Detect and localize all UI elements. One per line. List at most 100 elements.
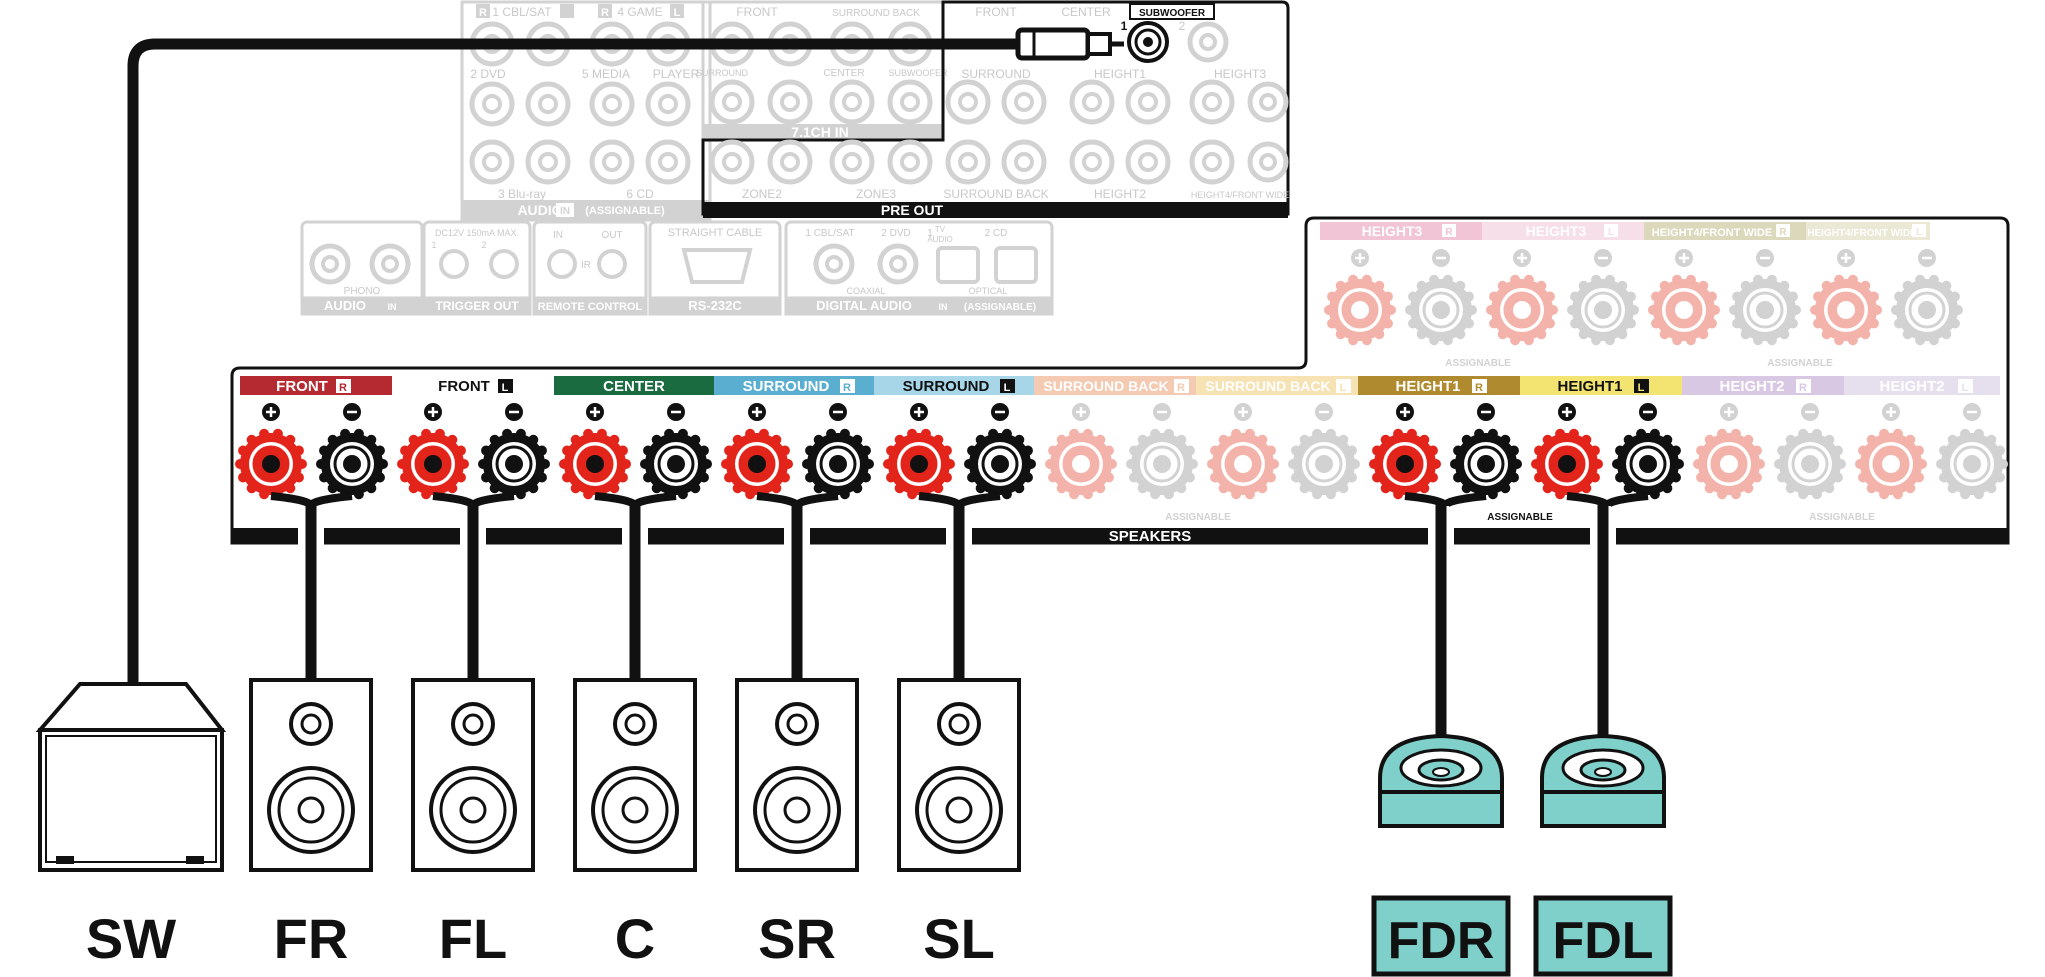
seven-one-in-subwoofer: SUBWOOFER <box>888 68 948 78</box>
terminal-minus-6 <box>1288 403 1360 500</box>
pre-out-jacks <box>709 21 1289 185</box>
label-surround-back-l: SURROUND BACK <box>1205 378 1330 394</box>
label-surround-back-l-side: L <box>1340 382 1347 394</box>
terminal-minus-4 <box>964 403 1036 500</box>
terminal-plus-1 <box>397 403 469 500</box>
subwoofer-speaker <box>35 682 227 872</box>
digital-dvd: 2 DVD <box>881 228 910 239</box>
subwoofer-pre-out-jack <box>1127 21 1169 63</box>
terminal-minus-0 <box>316 403 388 500</box>
pre-out-height2: HEIGHT2 <box>1094 187 1146 201</box>
speaker-label-fdr: FDR <box>1388 912 1495 970</box>
speaker-terminals <box>235 249 2008 508</box>
bookshelf-speaker-4 <box>897 678 1021 872</box>
audio-in-r-mark: R <box>479 7 487 19</box>
speaker-name-labels: SW FR FL C SR SL FDR FDL <box>86 895 1673 977</box>
label-height3-r: HEIGHT3 <box>1362 223 1423 239</box>
seven-one-in-front: FRONT <box>736 5 778 19</box>
pre-out-block: PRE OUT FRONT CENTER SUBWOOFER 1 2 SURRO… <box>701 0 1290 218</box>
audio-in-label-dvd: 2 DVD <box>470 67 506 81</box>
trigger-1: 1 <box>431 240 436 250</box>
lower-connector-labels: PHONO AUDIO IN DC12V 150mA MAX. 1 2 TRIG… <box>324 225 1036 313</box>
terminal-label-row: FRONT R FRONT L CENTER SURROUND R SURROU… <box>240 376 2000 395</box>
label-height1-l: HEIGHT1 <box>1557 378 1622 395</box>
pre-out-sub-2: 2 <box>1179 19 1186 33</box>
audio-in-note: (ASSIGNABLE) <box>585 205 665 217</box>
bookshelf-speaker-2 <box>573 678 697 872</box>
speaker-label-sw: SW <box>86 907 176 970</box>
label-surround-back-r-side: R <box>1177 382 1185 394</box>
height-speaker-fdr <box>1378 733 1504 828</box>
label-height4-r: HEIGHT4/FRONT WIDE <box>1652 227 1772 239</box>
pre-out-zone3: ZONE3 <box>856 187 896 201</box>
label-height2-l-side: L <box>1962 382 1969 394</box>
audio-in-block: AUDIO IN (ASSIGNABLE) R 1 CBL/SAT R 4 GA… <box>460 0 712 222</box>
pre-out-center: CENTER <box>1061 5 1111 19</box>
coaxial-label: COAXIAL <box>846 286 885 296</box>
label-height3-r-side: R <box>1445 227 1453 238</box>
assignable-h2: ASSIGNABLE <box>1809 512 1875 523</box>
pre-out-height4: HEIGHT4/FRONT WIDE <box>1191 190 1289 200</box>
upper-terminal-3 <box>1567 249 1639 346</box>
label-height2-r-side: R <box>1799 382 1807 394</box>
phono-in-label: IN <box>388 302 397 312</box>
seven-one-in-surround: SURROUND <box>696 68 749 78</box>
audio-in-label-media: 5 MEDIA <box>582 67 630 81</box>
digital-cd: 2 CD <box>985 228 1008 239</box>
bookshelf-speakers <box>249 678 1021 872</box>
speaker-label-c: C <box>615 907 655 970</box>
label-surround-l: SURROUND <box>903 378 990 395</box>
remote-label: REMOTE CONTROL <box>538 301 643 313</box>
rs-label: RS-232C <box>688 298 742 313</box>
label-height3-l-side: L <box>1608 227 1614 238</box>
label-surround-r-side: R <box>843 382 851 394</box>
assignable-h4: ASSIGNABLE <box>1767 358 1833 369</box>
label-height1-r-side: R <box>1475 382 1483 394</box>
label-surround-r: SURROUND <box>743 378 830 395</box>
pre-out-height1: HEIGHT1 <box>1094 67 1146 81</box>
label-center: CENTER <box>603 378 665 395</box>
trigger-note: DC12V 150mA MAX. <box>435 228 519 238</box>
terminal-plus-3 <box>721 403 793 500</box>
label-height2-r: HEIGHT2 <box>1719 378 1784 395</box>
pre-out-footer: PRE OUT <box>881 202 944 218</box>
terminal-plus-9 <box>1693 403 1765 500</box>
speaker-label-fdl: FDL <box>1552 912 1653 970</box>
terminal-plus-10 <box>1855 403 1927 500</box>
audio-in-l-mark: L <box>674 7 681 19</box>
label-front-r: FRONT <box>276 378 328 395</box>
remote-in-label: IN <box>553 230 563 241</box>
bookshelf-speaker-3 <box>735 678 859 872</box>
speaker-label-fr: FR <box>274 907 349 970</box>
speaker-label-sr: SR <box>758 907 836 970</box>
pre-out-height3: HEIGHT3 <box>1214 67 1266 81</box>
bookshelf-speaker-0 <box>249 678 373 872</box>
digital-in-label: IN <box>939 302 948 312</box>
label-height1-l-side: L <box>1638 382 1645 394</box>
terminal-plus-5 <box>1045 403 1117 500</box>
upper-terminal-7 <box>1891 249 1963 346</box>
terminal-minus-2 <box>640 403 712 500</box>
upper-terminal-0 <box>1324 249 1396 346</box>
terminal-plus-2 <box>559 403 631 500</box>
trigger-label: TRIGGER OUT <box>435 299 519 313</box>
seven-one-in-surround-back: SURROUND BACK <box>832 8 920 19</box>
speaker-label-sl: SL <box>923 907 995 970</box>
upper-terminal-label-row: HEIGHT3 R HEIGHT3 L HEIGHT4/FRONT WIDE R… <box>1320 222 1930 240</box>
seven-one-in-center: CENTER <box>823 68 864 79</box>
audio-in-label-player: PLAYER <box>653 67 700 81</box>
optical-label: OPTICAL <box>969 286 1008 296</box>
remote-ir-label: IR <box>581 260 591 271</box>
top-panel: AUDIO IN (ASSIGNABLE) R 1 CBL/SAT R 4 GA… <box>300 0 1290 316</box>
terminal-minus-7 <box>1450 403 1522 500</box>
audio-in-footer: AUDIO <box>517 202 562 218</box>
assignable-h1: ASSIGNABLE <box>1487 512 1553 523</box>
trigger-2: 2 <box>481 240 486 250</box>
upper-terminal-4 <box>1648 249 1720 346</box>
label-surround-l-side: L <box>1004 382 1011 394</box>
label-height1-r: HEIGHT1 <box>1395 378 1460 395</box>
terminal-minus-10 <box>1936 403 2008 500</box>
audio-in-label-cbl: 1 CBL/SAT <box>492 5 552 19</box>
audio-in-label-cd: 6 CD <box>626 187 654 201</box>
